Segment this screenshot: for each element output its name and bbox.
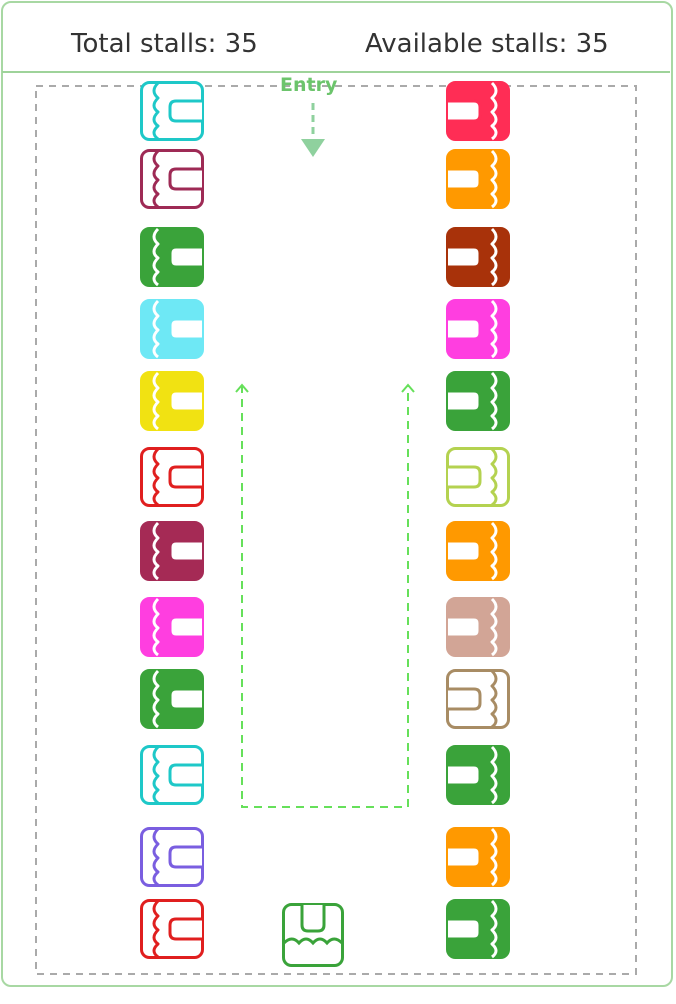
stall-right-3[interactable] — [446, 227, 510, 287]
stall-right-4[interactable] — [446, 299, 510, 359]
walking-route — [235, 383, 415, 808]
stall-right-6[interactable] — [446, 447, 510, 507]
stall-left-5[interactable] — [140, 371, 204, 431]
stall-right-8[interactable] — [446, 597, 510, 657]
stall-summary-header: Total stalls: 35 Available stalls: 35 — [1, 1, 673, 73]
stall-left-9[interactable] — [140, 669, 204, 729]
total-stalls-count: Total stalls: 35 — [71, 29, 258, 59]
stall-left-2[interactable] — [140, 149, 204, 209]
stall-left-6[interactable] — [140, 447, 204, 507]
walking-route-line — [241, 385, 409, 808]
stall-right-9[interactable] — [446, 669, 510, 729]
stalls-layer — [140, 81, 510, 967]
stall-left-11[interactable] — [140, 827, 204, 887]
header-divider — [2, 71, 670, 73]
stall-right-10[interactable] — [446, 745, 510, 805]
stall-right-12[interactable] — [446, 899, 510, 959]
stall-left-10[interactable] — [140, 745, 204, 805]
stall-left-8[interactable] — [140, 597, 204, 657]
stall-bottom[interactable] — [282, 903, 344, 967]
stall-right-2[interactable] — [446, 149, 510, 209]
walking-route-arrowhead-left — [235, 383, 249, 393]
stall-right-1[interactable] — [446, 81, 510, 141]
stall-left-1[interactable] — [140, 81, 204, 141]
market-boundary — [35, 85, 637, 975]
app-frame — [1, 1, 673, 987]
stall-left-12[interactable] — [140, 899, 204, 959]
stall-left-7[interactable] — [140, 521, 204, 581]
stall-left-3[interactable] — [140, 227, 204, 287]
stall-right-5[interactable] — [446, 371, 510, 431]
stall-right-7[interactable] — [446, 521, 510, 581]
stall-left-4[interactable] — [140, 299, 204, 359]
stall-right-11[interactable] — [446, 827, 510, 887]
entry-arrow-icon — [301, 103, 325, 157]
available-stalls-count: Available stalls: 35 — [365, 29, 609, 59]
entry-label: Entry — [280, 74, 338, 96]
walking-route-arrowhead-right — [401, 383, 415, 393]
